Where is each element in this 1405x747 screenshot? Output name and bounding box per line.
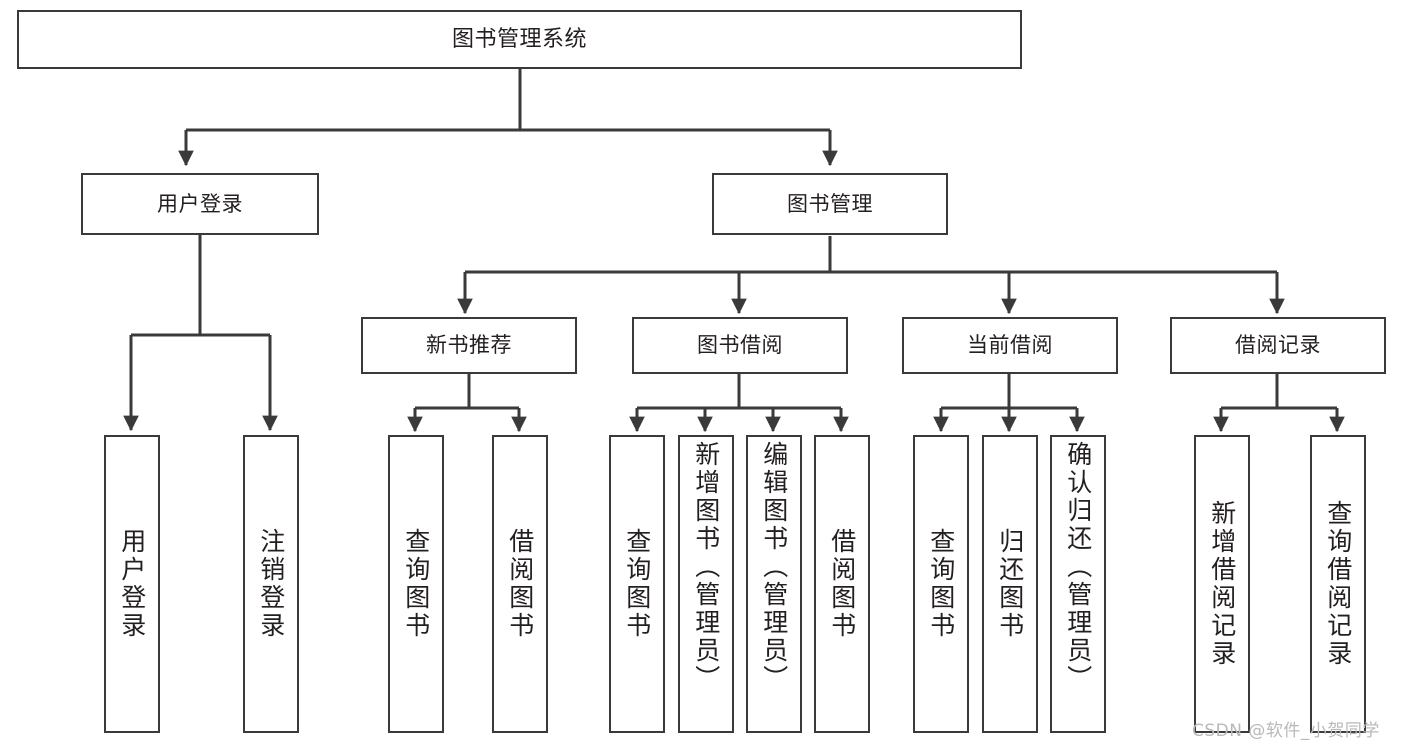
node-label: 编辑图书（管理员）: [759, 441, 789, 693]
node-label: 查询图书: [926, 528, 956, 640]
leaf-query-book-2[interactable]: 查询图书: [609, 435, 665, 733]
node-label: 图书管理系统: [451, 26, 587, 52]
node-label: 新书推荐: [426, 333, 512, 358]
csdn-watermark: CSDN @软件_小贺同学: [1192, 721, 1380, 741]
node-book-borrow[interactable]: 图书借阅: [632, 317, 848, 374]
node-label: 查询借阅记录: [1323, 500, 1353, 668]
leaf-add-book[interactable]: 新增图书（管理员）: [678, 435, 734, 733]
node-new-book-rec[interactable]: 新书推荐: [361, 317, 577, 374]
leaf-confirm-return[interactable]: 确认归还（管理员）: [1050, 435, 1106, 733]
node-label: 确认归还（管理员）: [1063, 441, 1093, 693]
node-current-borrow[interactable]: 当前借阅: [902, 317, 1118, 374]
leaf-edit-book[interactable]: 编辑图书（管理员）: [746, 435, 802, 733]
node-label: 当前借阅: [967, 333, 1053, 358]
node-label: 查询图书: [622, 528, 652, 640]
node-label: 注销登录: [256, 528, 286, 640]
leaf-logout[interactable]: 注销登录: [243, 435, 299, 733]
leaf-borrow-book-1[interactable]: 借阅图书: [492, 435, 548, 733]
leaf-query-book-3[interactable]: 查询图书: [913, 435, 969, 733]
node-label: 新增图书（管理员）: [691, 441, 721, 693]
node-label: 借阅图书: [827, 528, 857, 640]
node-label: 图书管理: [787, 191, 873, 216]
node-user-login[interactable]: 用户登录: [81, 173, 319, 235]
leaf-query-book-1[interactable]: 查询图书: [388, 435, 444, 733]
leaf-add-record[interactable]: 新增借阅记录: [1194, 435, 1250, 733]
node-label: 借阅记录: [1235, 333, 1321, 358]
node-label: 查询图书: [401, 528, 431, 640]
node-root-system[interactable]: 图书管理系统: [17, 10, 1022, 69]
leaf-user-login[interactable]: 用户登录: [104, 435, 160, 733]
node-book-manage[interactable]: 图书管理: [712, 173, 948, 235]
node-label: 归还图书: [995, 528, 1025, 640]
leaf-borrow-book-2[interactable]: 借阅图书: [814, 435, 870, 733]
node-label: 新增借阅记录: [1207, 500, 1237, 668]
leaf-return-book[interactable]: 归还图书: [982, 435, 1038, 733]
node-label: 借阅图书: [505, 528, 535, 640]
node-label: 用户登录: [117, 528, 147, 640]
node-label: 图书借阅: [697, 333, 783, 358]
node-label: 用户登录: [157, 191, 243, 216]
node-borrow-record[interactable]: 借阅记录: [1170, 317, 1386, 374]
leaf-query-record[interactable]: 查询借阅记录: [1310, 435, 1366, 733]
